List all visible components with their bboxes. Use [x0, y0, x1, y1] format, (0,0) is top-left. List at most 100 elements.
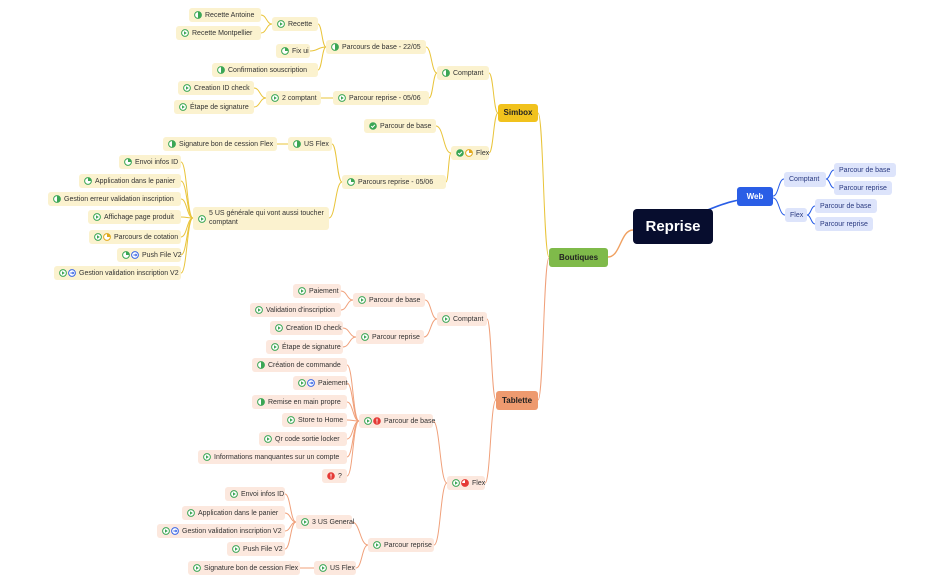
- simbox-parcours-cotation[interactable]: Parcours de cotation: [89, 230, 181, 244]
- simbox-gestion-validation-v2[interactable]: Gestion validation inscription V2: [54, 266, 181, 280]
- simbox-push-file-v2[interactable]: Push File V2: [117, 248, 182, 262]
- tablette-validation-inscription[interactable]: Validation d'inscription: [250, 303, 341, 317]
- simbox-2-comptant[interactable]: 2 comptant: [266, 91, 321, 105]
- tablette-flex[interactable]: Flex: [447, 476, 485, 490]
- play-icon: [271, 343, 279, 351]
- root-node-reprise[interactable]: Reprise: [633, 209, 713, 244]
- connector: [351, 521, 369, 546]
- simbox-etape-signature-label: Étape de signature: [190, 103, 249, 111]
- simbox-affichage-page-produit-label: Affichage page produit: [104, 213, 174, 221]
- tablette-qr-code-locker-label: Qr code sortie locker: [275, 435, 340, 443]
- node-web[interactable]: Web: [737, 187, 773, 206]
- tablette-flex-parcour-base[interactable]: Parcour de base: [359, 414, 436, 428]
- tablette-push-file-v2[interactable]: Push File V2: [227, 542, 285, 556]
- connector: [425, 46, 438, 74]
- tablette-gestion-validation-v2[interactable]: Gestion validation inscription V2: [157, 524, 285, 538]
- play-icon: [93, 213, 101, 221]
- tablette-creation-commande[interactable]: Création de commande: [252, 358, 347, 372]
- simbox-flex-parcours-reprise[interactable]: Parcours reprise - 05/06: [342, 175, 446, 189]
- quarter-progress-icon: [122, 251, 139, 259]
- tablette-envoi-infos-id[interactable]: Envoi infos ID: [225, 487, 285, 501]
- tablette-envoi-infos-id-label: Envoi infos ID: [241, 490, 285, 498]
- tablette-creation-id-check[interactable]: Creation ID check: [270, 321, 343, 335]
- tablette-us-flex-label: US Flex: [330, 564, 355, 572]
- web-flex-parcour-reprise[interactable]: Parcour reprise: [815, 217, 873, 231]
- connector: [825, 169, 835, 180]
- tablette-remise-main-propre[interactable]: Remise en main propre: [252, 395, 347, 409]
- alert-icon: [327, 472, 335, 480]
- simbox-envoi-infos-id[interactable]: Envoi infos ID: [119, 155, 181, 169]
- tablette-question[interactable]: ?: [322, 469, 347, 483]
- tablette-comptant[interactable]: Comptant: [437, 312, 487, 326]
- tablette-flex-paiement[interactable]: Paiement: [293, 376, 348, 390]
- node-simbox-label: Simbox: [503, 108, 533, 117]
- node-tablette[interactable]: Tablette: [496, 391, 538, 410]
- web-comptant-parcour-base[interactable]: Parcour de base: [834, 163, 896, 177]
- tablette-signature-bon-cession[interactable]: Signature bon de cession Flex: [188, 561, 300, 575]
- simbox-recette-antoine[interactable]: Recette Antoine: [189, 8, 261, 22]
- simbox-application-panier[interactable]: Application dans le panier: [79, 174, 181, 188]
- play-icon: [162, 527, 179, 535]
- tablette-etape-signature[interactable]: Étape de signature: [266, 340, 343, 354]
- simbox-envoi-infos-id-label: Envoi infos ID: [135, 158, 179, 166]
- simbox-creation-id-check[interactable]: Creation ID check: [178, 81, 254, 95]
- connector: [488, 112, 499, 154]
- simbox-recette-montpellier-label: Recette Montpellier: [192, 29, 253, 37]
- tablette-store-to-home[interactable]: Store to Home: [282, 413, 347, 427]
- tablette-gestion-validation-v2-label: Gestion validation inscription V2: [182, 527, 282, 535]
- play-icon: [230, 490, 238, 498]
- connector: [284, 521, 297, 550]
- tablette-qr-code-locker[interactable]: Qr code sortie locker: [259, 432, 347, 446]
- tablette-3-us-general-label: 3 US General: [312, 518, 355, 526]
- check-icon: [369, 122, 377, 130]
- simbox-recette[interactable]: Recette: [272, 17, 318, 31]
- node-simbox[interactable]: Simbox: [498, 104, 538, 122]
- tablette-flex-parcour-base-label: Parcour de base: [384, 417, 436, 425]
- web-flex[interactable]: Flex: [785, 208, 807, 222]
- simbox-5-us-generale[interactable]: 5 US générale qui vont aussi toucher com…: [193, 207, 329, 230]
- node-boutiques[interactable]: Boutiques: [549, 248, 608, 267]
- connector: [284, 493, 297, 523]
- simbox-parcour-reprise[interactable]: Parcour reprise - 05/06: [333, 91, 429, 105]
- connector: [435, 125, 452, 154]
- simbox-signature-bon-cession[interactable]: Signature bon de cession Flex: [163, 137, 277, 151]
- half-progress-icon: [168, 140, 176, 148]
- simbox-flex-parcour-base[interactable]: Parcour de base: [364, 119, 436, 133]
- web-comptant-parcour-reprise[interactable]: Parcour reprise: [834, 181, 892, 195]
- tablette-parcour-base[interactable]: Parcour de base: [353, 293, 425, 307]
- simbox-confirmation-souscription[interactable]: Confirmation souscription: [212, 63, 318, 77]
- simbox-recette-montpellier[interactable]: Recette Montpellier: [176, 26, 261, 40]
- simbox-fix-ui[interactable]: Fix ui: [276, 44, 310, 58]
- play-icon: [319, 564, 327, 572]
- tablette-flex-label: Flex: [472, 479, 486, 487]
- web-comptant[interactable]: Comptant: [784, 172, 826, 187]
- simbox-comptant-label: Comptant: [453, 69, 484, 77]
- tablette-flex-parcour-reprise[interactable]: Parcour reprise: [368, 538, 434, 552]
- tablette-parcour-reprise[interactable]: Parcour reprise: [356, 330, 424, 344]
- connector: [180, 198, 194, 219]
- half-progress-icon: [217, 66, 225, 74]
- simbox-gestion-erreur-validation[interactable]: Gestion erreur validation inscription: [48, 192, 181, 206]
- web-flex-parcour-base[interactable]: Parcour de base: [815, 199, 877, 213]
- simbox-flex-parcours-reprise-label: Parcours reprise - 05/06: [358, 178, 434, 186]
- simbox-flex[interactable]: Flex: [451, 146, 489, 160]
- half-progress-icon: [442, 69, 450, 77]
- simbox-affichage-page-produit[interactable]: Affichage page produit: [88, 210, 181, 224]
- tablette-paiement[interactable]: Paiement: [293, 284, 341, 298]
- connector: [260, 23, 273, 34]
- tablette-informations-manquantes[interactable]: Informations manquantes sur un compte: [198, 450, 347, 464]
- play-icon: [232, 545, 240, 553]
- connector: [342, 327, 357, 338]
- tablette-us-flex[interactable]: US Flex: [314, 561, 356, 575]
- simbox-comptant[interactable]: Comptant: [437, 66, 489, 80]
- connector: [355, 544, 369, 569]
- simbox-creation-id-check-label: Creation ID check: [194, 84, 250, 92]
- tablette-3-us-general[interactable]: 3 US General: [296, 515, 355, 529]
- simbox-us-flex[interactable]: US Flex: [288, 137, 332, 151]
- half-progress-icon: [331, 43, 339, 51]
- connector: [772, 178, 785, 197]
- simbox-parcours-base[interactable]: Parcours de base - 22/05: [326, 40, 426, 54]
- web-flex-label: Flex: [790, 211, 804, 219]
- tablette-application-panier[interactable]: Application dans le panier: [182, 506, 285, 520]
- simbox-etape-signature[interactable]: Étape de signature: [174, 100, 254, 114]
